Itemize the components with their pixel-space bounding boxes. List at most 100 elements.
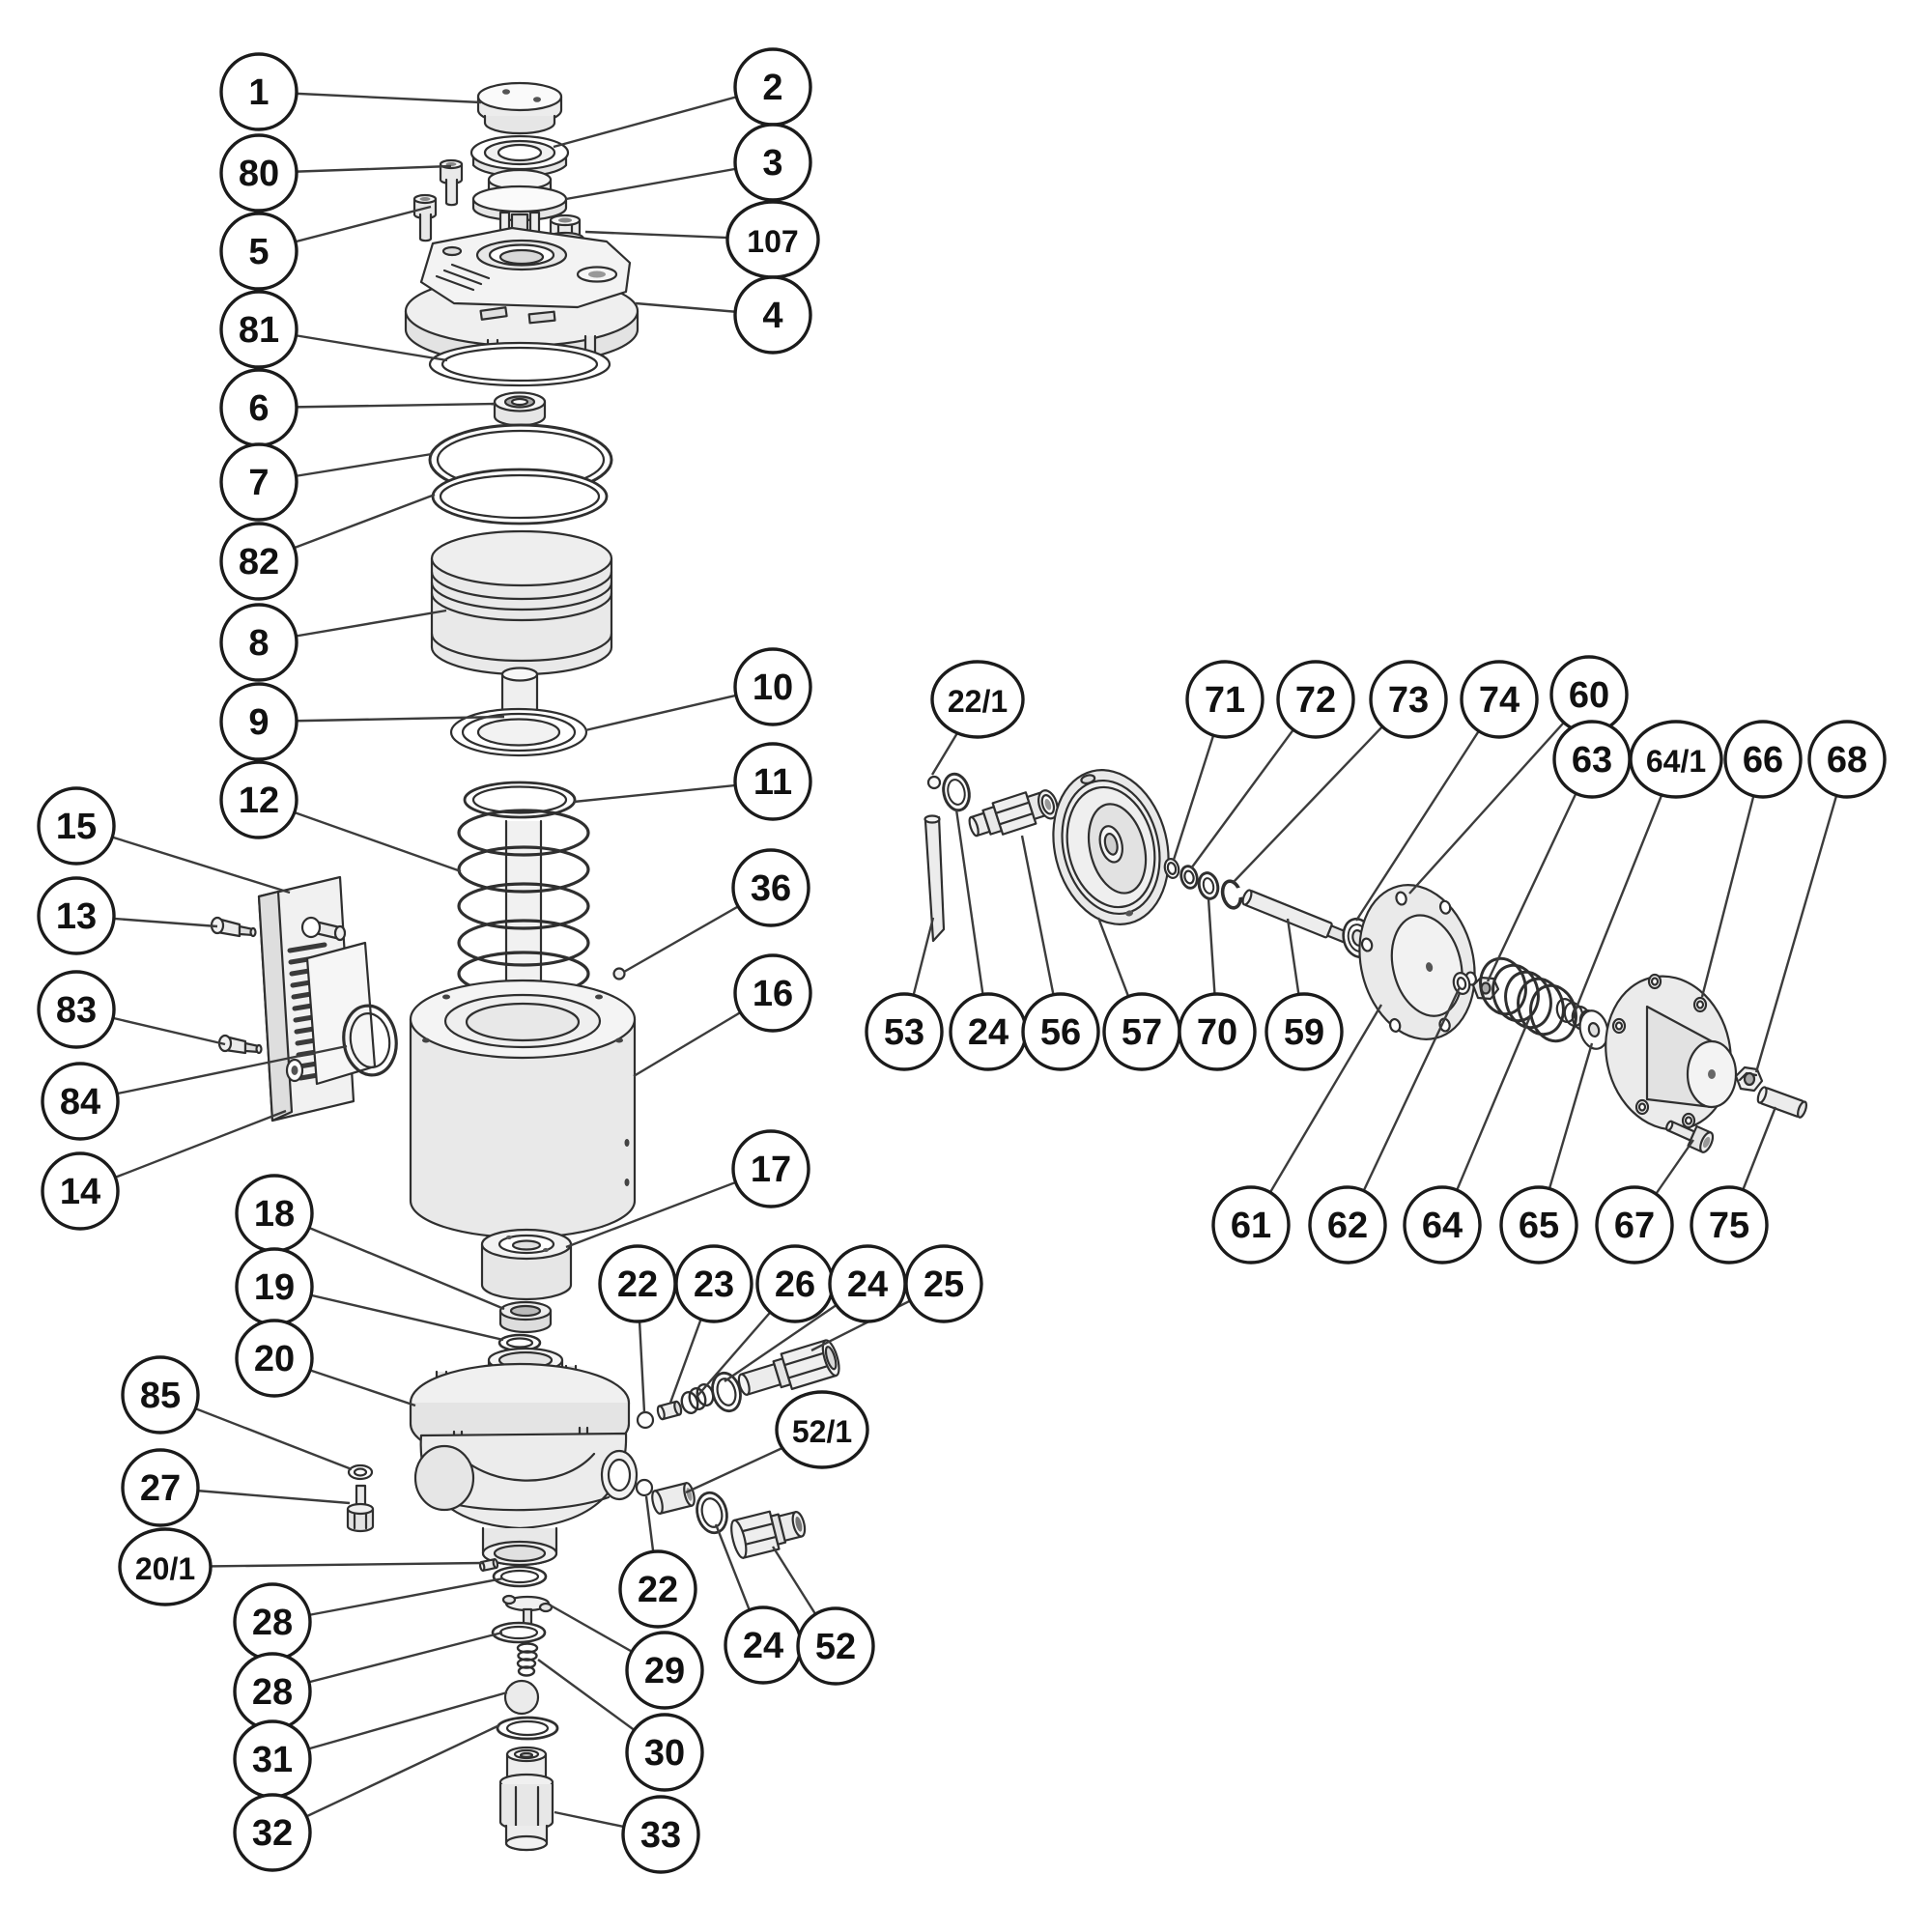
callout-balloon-24: 24 (724, 1605, 803, 1685)
callout-balloon-22: 22 (598, 1244, 677, 1323)
part-number-label: 63 (1572, 740, 1612, 781)
part-cover-cap (476, 81, 563, 135)
callout-balloon-32: 32 (233, 1793, 312, 1872)
part-number-label: 18 (254, 1194, 295, 1235)
part-flange-57 (1052, 769, 1170, 925)
callout-balloon-64: 64 (1403, 1185, 1482, 1264)
part-ring-28a (492, 1565, 548, 1588)
part-number-label: 73 (1388, 680, 1429, 721)
part-number-label: 74 (1479, 680, 1520, 721)
part-dot-22-1 (926, 775, 942, 790)
callout-balloon-80: 80 (219, 133, 298, 213)
part-screw-83 (217, 1034, 263, 1055)
part-number-label: 5 (248, 232, 269, 272)
part-ball-22b (635, 1478, 654, 1497)
callout-balloon-3: 3 (733, 123, 812, 202)
part-washer-65 (1578, 1009, 1609, 1050)
part-seal-32 (496, 1716, 559, 1741)
part-number-label: 10 (753, 668, 793, 708)
part-ball-22 (636, 1410, 655, 1430)
leader-line-28 (271, 1631, 503, 1693)
part-number-label: 25 (923, 1264, 964, 1305)
part-cylinder-16 (409, 979, 637, 1239)
callout-balloon-36: 36 (731, 848, 810, 927)
part-number-label: 75 (1709, 1206, 1749, 1246)
part-spring-26 (680, 1382, 715, 1415)
callout-balloon-52-1: 52/1 (775, 1390, 869, 1469)
callout-balloon-23: 23 (674, 1244, 753, 1323)
callout-balloon-67: 67 (1595, 1185, 1674, 1264)
part-number-label: 9 (248, 702, 269, 743)
part-number-label: 33 (640, 1815, 681, 1856)
part-spring-64 (1479, 956, 1577, 1043)
part-number-label: 15 (56, 807, 97, 847)
part-number-label: 8 (248, 623, 269, 664)
part-washer-72 (1179, 865, 1199, 890)
part-number-label: 64 (1422, 1206, 1463, 1246)
part-number-label: 32 (252, 1813, 293, 1854)
part-number-label: 68 (1827, 740, 1867, 781)
leader-line-9 (258, 715, 505, 724)
part-circlip-73 (1220, 879, 1245, 910)
part-number-label: 30 (644, 1733, 685, 1774)
part-number-label: 11 (753, 762, 792, 803)
part-fitting-25 (737, 1339, 840, 1396)
part-number-label: 81 (239, 310, 279, 351)
leader-line-74 (1354, 698, 1501, 922)
part-number-label: 85 (140, 1376, 181, 1416)
part-number-label: 24 (968, 1012, 1009, 1053)
callout-balloon-8: 8 (219, 603, 298, 682)
callout-balloon-66: 66 (1723, 720, 1803, 799)
part-number-label: 6 (248, 388, 269, 429)
callout-balloon-33: 33 (621, 1795, 700, 1874)
leader-lines (75, 85, 1849, 1836)
part-flange-61 (1358, 884, 1477, 1040)
part-number-label: 52/1 (792, 1414, 852, 1449)
leader-line-73 (1233, 698, 1409, 883)
leader-line-32 (271, 1723, 500, 1834)
part-check-valve-33 (498, 1746, 554, 1852)
part-pin-75 (1756, 1086, 1808, 1119)
part-number-label: 24 (743, 1626, 783, 1666)
callout-balloon-6: 6 (219, 368, 298, 447)
leader-line-68 (1754, 758, 1849, 1073)
part-number-label: 83 (56, 990, 97, 1031)
callout-balloon-84: 84 (41, 1062, 120, 1141)
callout-balloon-4: 4 (733, 275, 812, 355)
part-number-label: 36 (751, 868, 791, 909)
part-washer-10 (449, 707, 588, 757)
callout-balloon-12: 12 (219, 760, 298, 839)
part-screw-27 (346, 1484, 375, 1533)
callout-balloon-26: 26 (755, 1244, 835, 1323)
callout-balloon-24: 24 (828, 1244, 907, 1323)
part-number-label: 3 (762, 143, 782, 184)
part-number-label: 71 (1205, 680, 1245, 721)
leader-line-18 (273, 1211, 505, 1311)
part-screw-67 (1665, 1120, 1715, 1153)
part-number-label: 82 (239, 542, 279, 582)
part-number-label: 16 (753, 974, 793, 1014)
callout-balloon-65: 65 (1499, 1185, 1578, 1264)
leader-line-31 (271, 1690, 508, 1761)
callout-balloon-63: 63 (1552, 720, 1632, 799)
part-hub-66 (1605, 973, 1738, 1131)
part-number-label: 27 (140, 1468, 181, 1509)
part-seal-19 (497, 1333, 542, 1352)
part-number-label: 19 (254, 1267, 295, 1308)
callout-balloon-53: 53 (865, 992, 944, 1071)
part-number-label: 14 (60, 1172, 100, 1212)
callout-balloon-28: 28 (233, 1582, 312, 1662)
callout-balloon-28: 28 (233, 1652, 312, 1731)
part-number-label: 26 (775, 1264, 815, 1305)
part-number-label: 66 (1743, 740, 1783, 781)
part-washer-85 (347, 1463, 374, 1481)
part-control-valve-3 (471, 168, 568, 260)
part-number-label: 80 (239, 154, 279, 194)
part-fitting-56 (968, 789, 1059, 838)
callout-balloon-7: 7 (219, 442, 298, 522)
part-pin-20-1 (478, 1558, 499, 1572)
part-number-label: 2 (762, 68, 782, 108)
part-number-label: 22/1 (948, 684, 1008, 719)
callout-balloon-64-1: 64/1 (1629, 720, 1723, 799)
